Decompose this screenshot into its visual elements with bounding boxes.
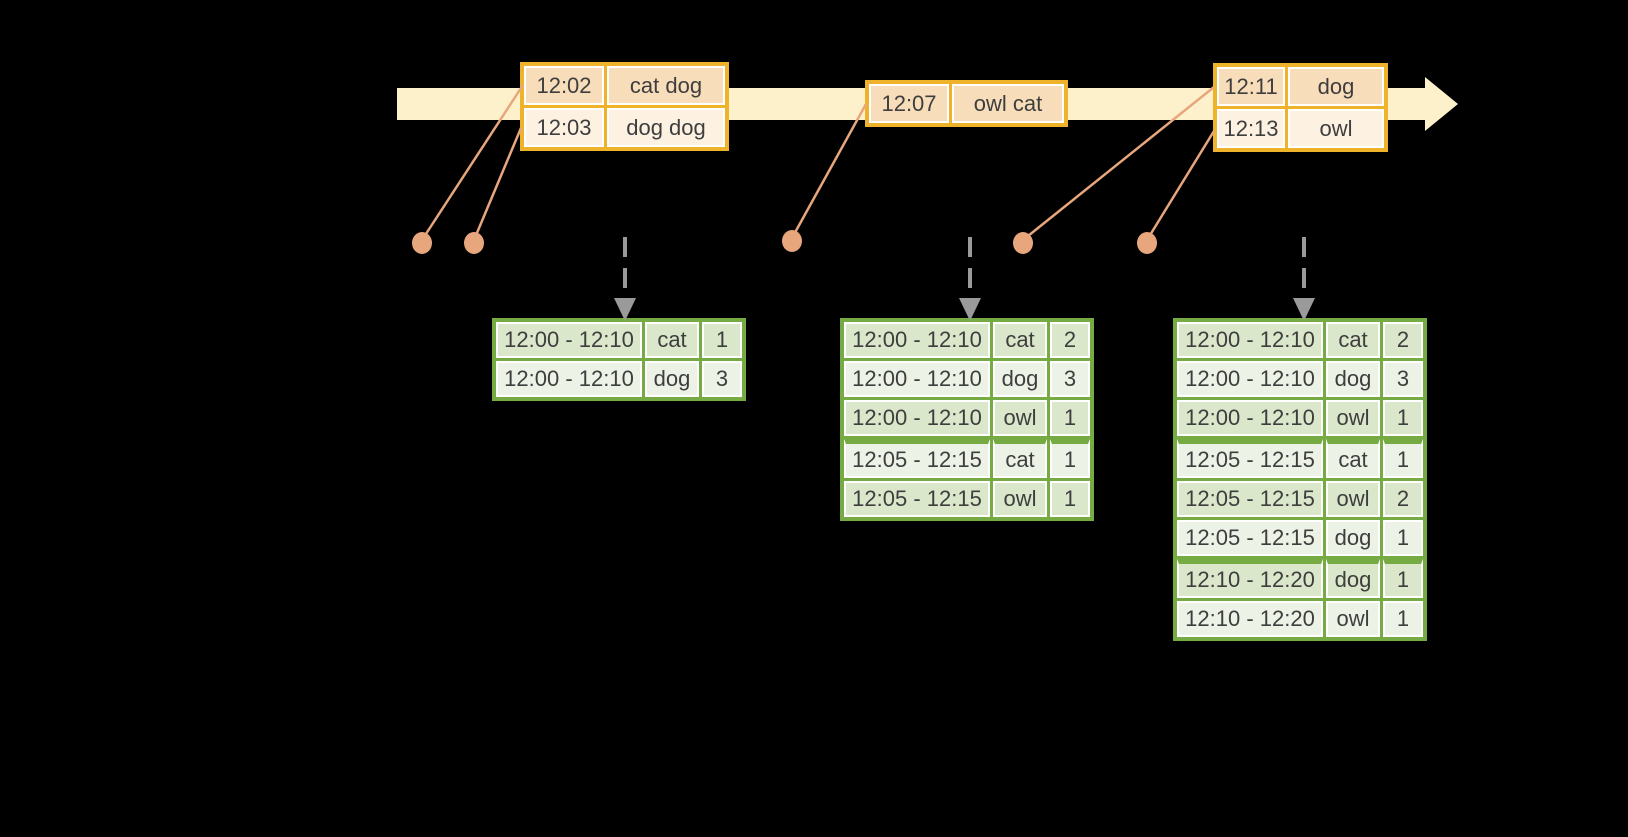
table-cell: 12:00 - 12:10: [496, 361, 642, 397]
table-cell: 12:00 - 12:10: [844, 361, 990, 397]
table-cell: dog: [1326, 520, 1380, 556]
table-cell: dog: [993, 361, 1047, 397]
table-cell: 12:11: [1217, 67, 1285, 106]
table-cell: dog: [1288, 67, 1384, 106]
table-cell: 1: [1050, 481, 1090, 517]
table-cell: 12:00 - 12:10: [496, 322, 642, 358]
table-cell: cat: [645, 322, 699, 358]
table-cell: 12:00 - 12:10: [1177, 322, 1323, 358]
event-dot: [1137, 232, 1157, 254]
table-cell: cat: [993, 322, 1047, 358]
table-cell: 12:10 - 12:20: [1177, 601, 1323, 637]
table-cell: owl: [1288, 109, 1384, 148]
table-cell: 12:05 - 12:15: [844, 481, 990, 517]
table-cell: dog dog: [607, 108, 725, 147]
event-connector-line: [1145, 130, 1216, 241]
table-cell: cat dog: [607, 66, 725, 105]
table-cell: 1: [1383, 439, 1423, 478]
table-cell: 1: [702, 322, 742, 358]
table-cell: 12:00 - 12:10: [1177, 400, 1323, 436]
timeline-arrowhead-icon: [1425, 77, 1458, 131]
table-cell: 12:05 - 12:15: [1177, 520, 1323, 556]
table-cell: 1: [1050, 439, 1090, 478]
table-cell: 12:00 - 12:10: [844, 400, 990, 436]
event-dot: [412, 232, 432, 254]
table-cell: 12:07: [869, 84, 949, 123]
table-cell: 12:02: [524, 66, 604, 105]
table-cell: 1: [1383, 559, 1423, 598]
table-cell: owl: [1326, 601, 1380, 637]
table-cell: 1: [1050, 400, 1090, 436]
table-cell: 12:05 - 12:15: [1177, 439, 1323, 478]
table-cell: owl: [993, 481, 1047, 517]
event-connector-line: [472, 127, 523, 241]
table-cell: 1: [1383, 400, 1423, 436]
table-cell: cat: [993, 439, 1047, 478]
event-dot: [782, 230, 802, 252]
table-cell: 12:00 - 12:10: [1177, 361, 1323, 397]
table-cell: 2: [1050, 322, 1090, 358]
table-cell: 1: [1383, 601, 1423, 637]
table-cell: 2: [1383, 481, 1423, 517]
table-cell: 12:13: [1217, 109, 1285, 148]
table-cell: 12:10 - 12:20: [1177, 559, 1323, 598]
table-cell: 12:05 - 12:15: [844, 439, 990, 478]
table-cell: 3: [1050, 361, 1090, 397]
table-cell: owl: [1326, 481, 1380, 517]
table-cell: 12:05 - 12:15: [1177, 481, 1323, 517]
table-cell: 2: [1383, 322, 1423, 358]
table-cell: 3: [702, 361, 742, 397]
table-cell: owl: [993, 400, 1047, 436]
table-cell: dog: [1326, 361, 1380, 397]
event-connector-line: [790, 103, 868, 239]
table-cell: dog: [1326, 559, 1380, 598]
table-cell: 1: [1383, 520, 1423, 556]
table-cell: dog: [645, 361, 699, 397]
table-cell: 12:00 - 12:10: [844, 322, 990, 358]
table-cell: 12:03: [524, 108, 604, 147]
table-cell: owl: [1326, 400, 1380, 436]
table-cell: cat: [1326, 322, 1380, 358]
table-cell: 3: [1383, 361, 1423, 397]
table-cell: owl cat: [952, 84, 1064, 123]
table-cell: cat: [1326, 439, 1380, 478]
event-dot: [1013, 232, 1033, 254]
event-dot: [464, 232, 484, 254]
